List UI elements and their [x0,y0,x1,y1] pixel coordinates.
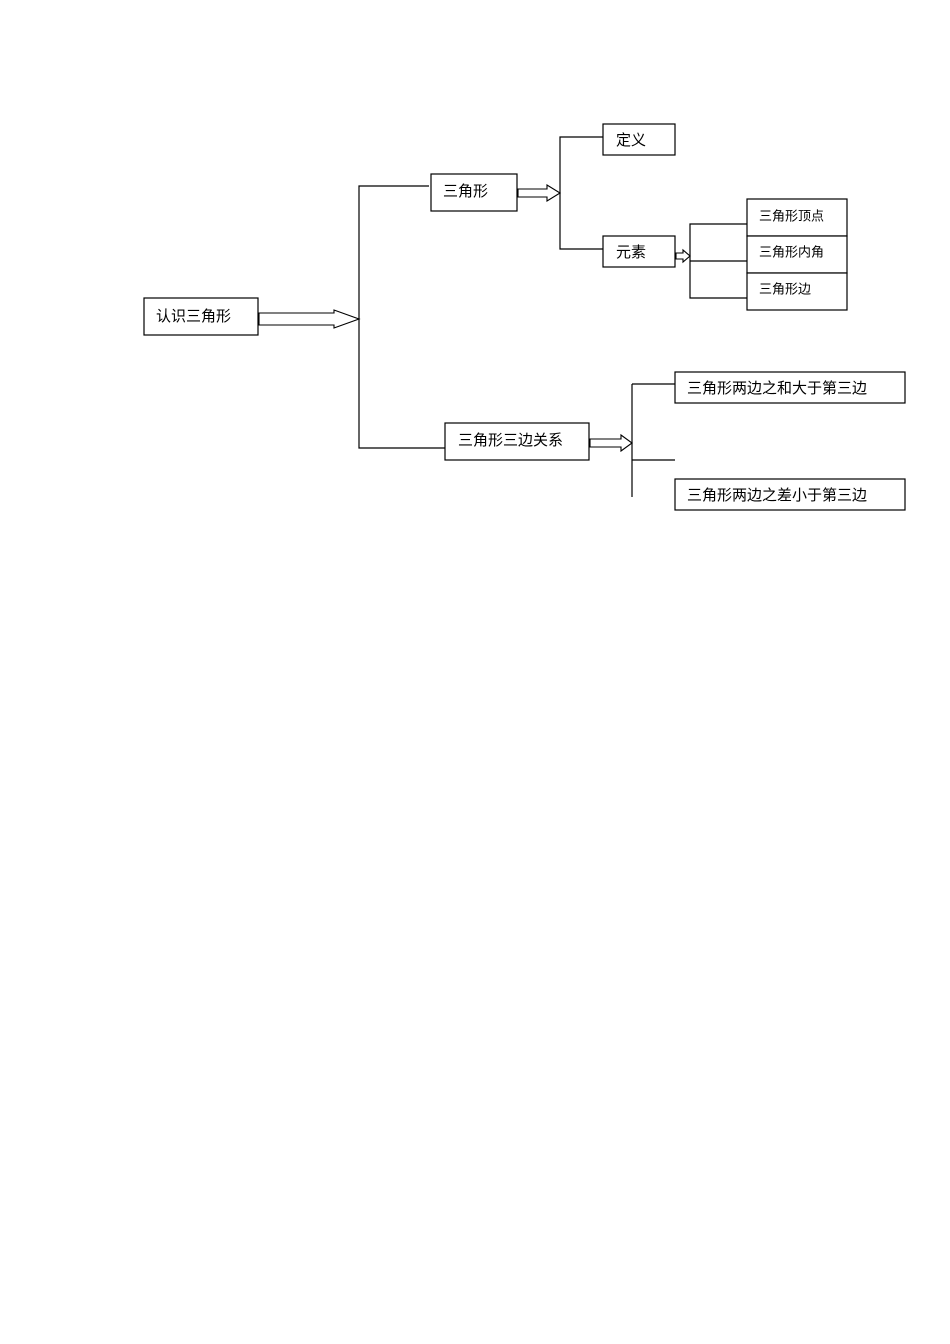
arrow-relation-to-rules [589,433,633,453]
diff-rule-node-label: 三角形两边之差小于第三边 [687,486,867,504]
elements-node-label: 元素 [616,243,646,261]
triangle-branch-connectors [559,136,603,250]
vertex-node: 三角形顶点 [746,198,848,237]
diff-rule-node: 三角形两边之差小于第三边 [674,478,906,511]
interior-angle-node: 三角形内角 [746,235,848,274]
root-branch-connectors [358,185,445,449]
side-relation-node: 三角形三边关系 [444,422,590,461]
arrow-elements-to-children [675,248,691,264]
arrow-root-to-branches [258,309,361,329]
sum-rule-node-label: 三角形两边之和大于第三边 [687,379,867,397]
root-node-label: 认识三角形 [156,307,231,325]
side-node-label: 三角形边 [759,283,811,298]
elements-node: 元素 [602,235,676,268]
definition-node-label: 定义 [616,131,646,149]
connector-to-definition-and-elements [559,136,603,250]
definition-node: 定义 [602,123,676,156]
arrow-triangle-to-children [517,184,562,202]
interior-angle-node-label: 三角形内角 [759,245,824,261]
triangle-node-label: 三角形 [443,182,488,200]
root-node: 认识三角形 [143,297,259,336]
triangle-node: 三角形 [430,173,518,212]
side-relation-node-label: 三角形三边关系 [458,431,563,449]
elements-branch-connectors [689,223,747,299]
sum-rule-node: 三角形两边之和大于第三边 [674,371,906,404]
connector-to-triangle [358,185,445,449]
side-node: 三角形边 [746,272,848,311]
side-relation-branch-connectors [631,383,675,497]
vertex-node-label: 三角形顶点 [759,210,824,225]
